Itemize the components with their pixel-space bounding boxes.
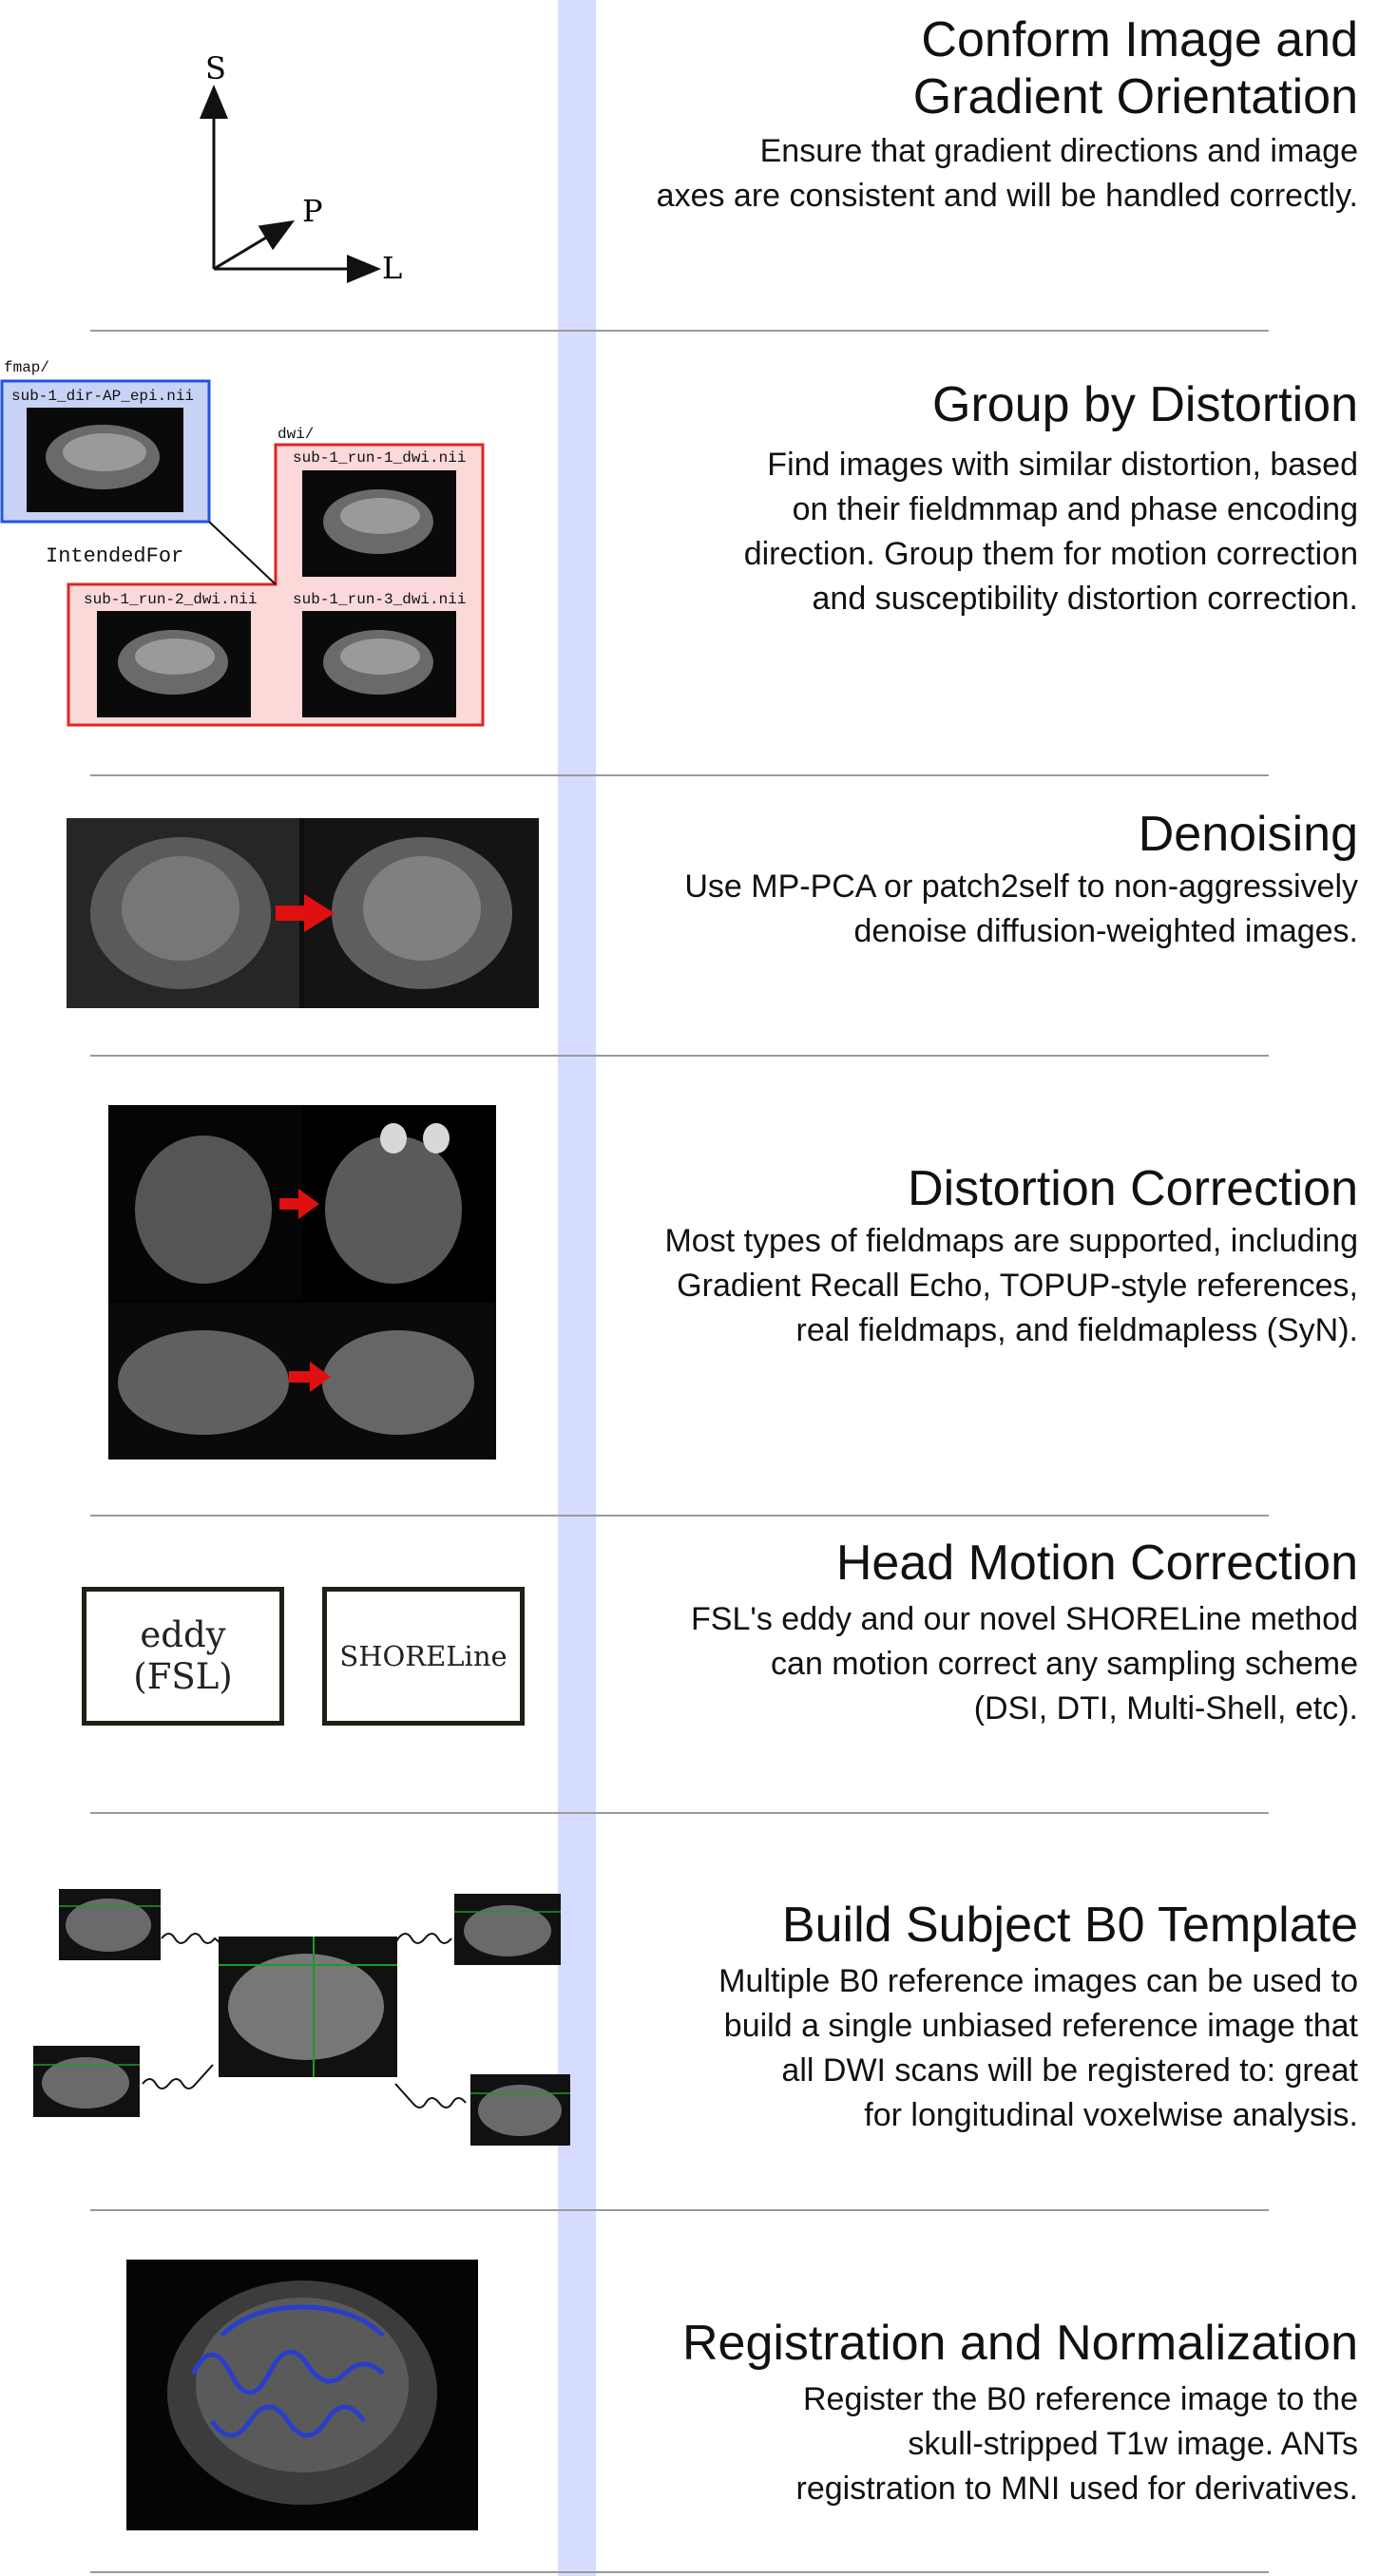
box-label-line: SHORELine [339, 1640, 507, 1672]
bids-grouping-diagram: fmap/ sub-1_dir-AP_epi.nii dwi/ Intended… [0, 359, 485, 727]
section-text: Group by Distortion Find images with sim… [744, 376, 1358, 621]
orientation-axes-diagram: S P L [200, 52, 402, 286]
section-description-line: can motion correct any sampling scheme [771, 1646, 1358, 1682]
section-description-line: Ensure that gradient directions and imag… [759, 133, 1358, 169]
section-title-line: Gradient Orientation [912, 69, 1358, 124]
brain-shape [325, 1135, 462, 1284]
brain-shape [135, 1135, 272, 1284]
section-description-line: Gradient Recall Echo, TOPUP-style refere… [677, 1268, 1358, 1304]
section-registration: Registration and Normalization Register … [0, 2210, 1398, 2571]
brain-shape [118, 1330, 289, 1435]
box-label-line: eddy [140, 1614, 226, 1655]
squiggle-arrow-icon [386, 1933, 452, 1958]
section-text: Build Subject B0 Template Multiple B0 re… [718, 1897, 1358, 2138]
registration-overlay-image [126, 2260, 478, 2530]
section-conform: S P L Conform Image and Gradient Orienta… [0, 0, 1398, 330]
section-divider [90, 2571, 1269, 2573]
section-title-line: Head Motion Correction [835, 1536, 1358, 1591]
b0-template-diagram [33, 1889, 570, 2146]
section-b0-template: Build Subject B0 Template Multiple B0 re… [0, 1813, 1398, 2209]
squiggle-arrow-icon [142, 2064, 214, 2089]
section-description-line: Multiple B0 reference images can be used… [718, 1963, 1358, 1999]
section-description-line: Use MP-PCA or patch2self to non-aggressi… [684, 868, 1358, 905]
section-divider [90, 774, 1269, 776]
section-description-line: registration to MNI used for derivatives… [795, 2471, 1358, 2507]
section-description-line: direction. Group them for motion correct… [743, 536, 1358, 572]
section-distortion-correction: Distortion Correction Most types of fiel… [0, 1056, 1398, 1515]
section-text: Registration and Normalization Register … [682, 2315, 1358, 2511]
fmap-dir-label: fmap/ [4, 359, 49, 376]
distortion-correction-image [108, 1105, 496, 1460]
section-description-line: Register the B0 reference image to the [803, 2381, 1358, 2417]
section-text: Conform Image and Gradient Orientation E… [657, 11, 1358, 219]
section-denoising: Denoising Use MP-PCA or patch2self to no… [0, 775, 1398, 1055]
squiggle-arrow-icon [394, 2083, 467, 2109]
axis-label-p: P [302, 193, 323, 229]
section-divider [90, 330, 1269, 332]
dwi-filename: sub-1_run-3_dwi.nii [293, 591, 466, 608]
section-description-line: all DWI scans will be registered to: gre… [781, 2052, 1358, 2089]
shoreline-method-box: SHORELine [322, 1587, 525, 1726]
section-description-line: for longitudinal voxelwise analysis. [864, 2097, 1358, 2133]
section-text: Distortion Correction Most types of fiel… [664, 1160, 1358, 1353]
intended-for-connector [208, 521, 277, 585]
section-divider [90, 2209, 1269, 2211]
section-title-line: Build Subject B0 Template [781, 1898, 1358, 1953]
section-description-line: FSL's eddy and our novel SHORELine metho… [691, 1601, 1358, 1637]
section-head-motion-correction: eddy (FSL) SHORELine Head Motion Correct… [0, 1516, 1398, 1812]
red-arrow-icon [279, 1189, 319, 1219]
section-title-line: Conform Image and [921, 12, 1358, 67]
section-group-by-distortion: fmap/ sub-1_dir-AP_epi.nii dwi/ Intended… [0, 331, 1398, 774]
section-description-line: Find images with similar distortion, bas… [767, 447, 1358, 483]
red-arrow-icon [289, 1362, 331, 1392]
section-divider [90, 1812, 1269, 1814]
dwi-filename: sub-1_run-2_dwi.nii [84, 591, 257, 608]
section-title-line: Distortion Correction [908, 1161, 1358, 1216]
posterior-axis [213, 219, 296, 271]
box-label-line: (FSL) [133, 1656, 233, 1697]
section-description-line: skull-stripped T1w image. ANTs [908, 2426, 1358, 2462]
section-description-line: and susceptibility distortion correction… [812, 581, 1359, 617]
section-text: Head Motion Correction FSL's eddy and ou… [691, 1535, 1358, 1731]
brain-shape [228, 1954, 384, 2060]
section-description-line: axes are consistent and will be handled … [656, 178, 1358, 214]
section-description-line: real fieldmaps, and fieldmapless (SyN). [795, 1312, 1358, 1348]
dwi-filename: sub-1_run-1_dwi.nii [293, 449, 466, 467]
red-arrow-icon [276, 894, 335, 932]
vertical-accent-bar [558, 0, 596, 2576]
eddy-method-box: eddy (FSL) [82, 1587, 284, 1726]
section-description-line: Most types of fieldmaps are supported, i… [664, 1223, 1358, 1259]
section-divider [90, 1515, 1269, 1517]
denoising-comparison-image [67, 818, 539, 1008]
intended-for-label: IntendedFor [46, 544, 183, 568]
section-text: Denoising Use MP-PCA or patch2self to no… [684, 806, 1358, 954]
dwi-dir-label: dwi/ [278, 426, 314, 443]
section-description-line: build a single unbiased reference image … [723, 2008, 1358, 2044]
section-divider [90, 1055, 1269, 1057]
section-description-line: on their fieldmmap and phase encoding [792, 491, 1358, 527]
section-title-line: Denoising [1138, 807, 1358, 862]
axis-label-s: S [205, 52, 226, 86]
registration-contour [190, 2349, 385, 2438]
section-title-line: Group by Distortion [932, 377, 1358, 432]
section-description-line: (DSI, DTI, Multi-Shell, etc). [973, 1690, 1358, 1727]
fmap-filename: sub-1_dir-AP_epi.nii [11, 388, 194, 405]
section-title-line: Registration and Normalization [681, 2316, 1358, 2371]
brain-shape [322, 1330, 474, 1435]
section-description-line: denoise diffusion-weighted images. [853, 913, 1359, 949]
squiggle-arrow-icon [161, 1933, 227, 1949]
axis-label-l: L [382, 250, 402, 286]
